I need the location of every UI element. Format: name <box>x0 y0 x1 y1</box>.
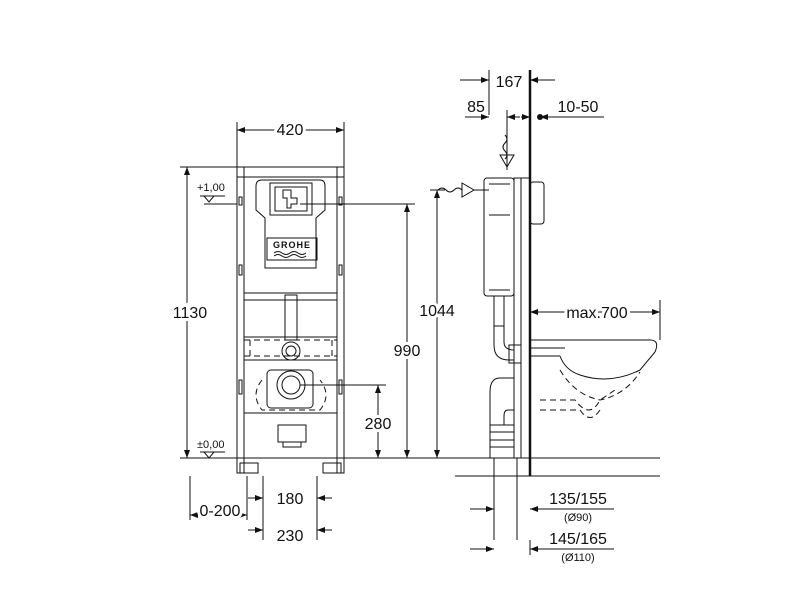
level-marker-icon <box>203 195 215 203</box>
wall-dimension: 10-50 <box>521 99 604 120</box>
projection-label: max.700 <box>566 305 627 322</box>
pipe-90-label: 135/155 <box>549 491 607 508</box>
cistern-side <box>483 177 545 459</box>
level-floor-label: ±0,00 <box>197 439 224 451</box>
level-top-label: +1,00 <box>197 182 225 194</box>
actuator-height-label: 990 <box>394 343 421 360</box>
bolt-spacing-dimension: 180 <box>248 476 332 540</box>
waste-height-dimension: 280 <box>300 384 394 458</box>
wall-label: 10-50 <box>558 99 599 116</box>
waste-height-label: 280 <box>365 416 392 433</box>
actuator-height-dimension: 990 <box>300 203 423 458</box>
height-dimension: 1130 <box>170 166 237 458</box>
toilet-bowl <box>530 339 658 418</box>
frame-height-label: 1044 <box>419 303 455 320</box>
height-label: 1130 <box>173 305 208 322</box>
projection-dimension: max.700 <box>530 300 661 340</box>
bolt-spacing-outer-label: 230 <box>277 528 304 545</box>
bolt-spacing-label: 180 <box>277 491 304 508</box>
pipe-110-sub: (Ø110) <box>561 552 594 564</box>
waste-bend <box>244 369 337 448</box>
level-top: +1,00 <box>197 182 237 205</box>
bolt-spacing-outer-dimension: 230 <box>248 527 332 545</box>
mounting-frame <box>236 166 345 474</box>
depth-label: 167 <box>496 74 523 91</box>
pipe-90-sub: (Ø90) <box>564 512 592 524</box>
offset-label: 85 <box>467 99 485 116</box>
level-floor: ±0,00 <box>197 439 225 459</box>
side-view: 167 85 10-50 <box>437 70 661 564</box>
level-marker-icon <box>203 451 215 459</box>
width-label: 420 <box>277 122 304 139</box>
width-dimension: 420 <box>236 119 345 168</box>
adjust-dimension: 0-200 <box>189 476 248 523</box>
offset-dimension: 85 <box>465 99 520 170</box>
flush-pipe <box>244 294 337 361</box>
cistern: GROHE <box>255 179 326 269</box>
flush-pipe-side <box>489 295 522 540</box>
frame-height-dimension: 1044 <box>416 189 458 458</box>
brand-logo: GROHE <box>273 240 311 250</box>
water-inlet-icon <box>499 134 515 168</box>
pipe-110-dimension: 145/165 (Ø110) <box>470 531 614 564</box>
adjust-label: 0-200 <box>200 503 241 520</box>
pipe-110-label: 145/165 <box>549 531 607 548</box>
front-view: 420 <box>170 119 480 545</box>
pipe-90-dimension: 135/155 (Ø90) <box>470 491 614 524</box>
water-supply-arrow-icon <box>437 182 489 198</box>
